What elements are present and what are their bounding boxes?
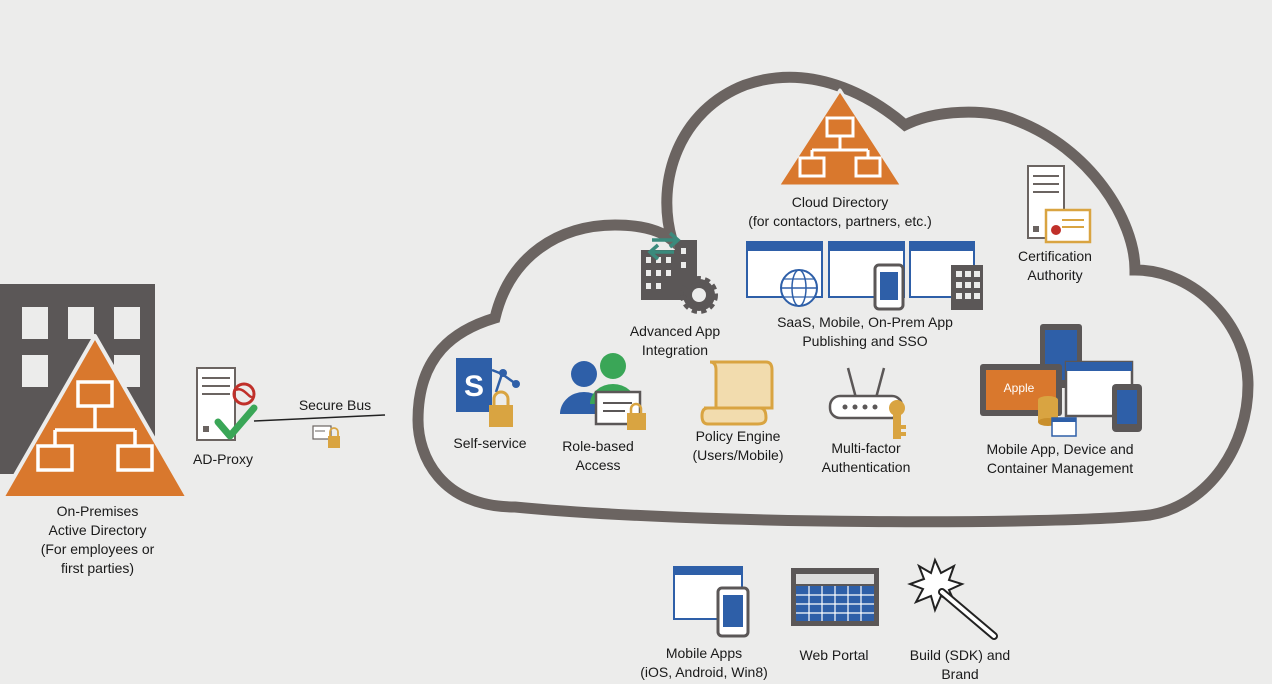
role-based-line1: Role-based — [562, 438, 634, 454]
role-based-access-icon — [560, 353, 646, 430]
build-sdk-line1: Build (SDK) and — [909, 647, 1011, 663]
mobile-window-icon — [828, 241, 905, 311]
mobile-apps-line1: Mobile Apps — [665, 645, 743, 661]
cloud-directory-line1: Cloud Directory — [791, 194, 889, 210]
web-portal-icon — [791, 568, 879, 626]
svg-text:S: S — [464, 370, 484, 403]
policy-engine-line1: Policy Engine — [695, 428, 781, 444]
mobile-apps-label: Mobile Apps (iOS, Android, Win8) — [628, 644, 780, 682]
secure-bus-line — [253, 414, 386, 422]
saas-line1: SaaS, Mobile, On-Prem App — [777, 314, 953, 330]
saas-line2: Publishing and SSO — [802, 333, 928, 349]
mobile-mgmt-label: Mobile App, Device and Container Managem… — [970, 440, 1150, 478]
mobile-mgmt-line2: Container Management — [986, 460, 1134, 476]
policy-engine-label: Policy Engine (Users/Mobile) — [678, 427, 798, 465]
role-based-line2: Access — [575, 457, 621, 473]
saas-label: SaaS, Mobile, On-Prem App Publishing and… — [755, 313, 975, 351]
on-prem-directory-icon — [0, 334, 190, 500]
mfa-line1: Multi-factor — [831, 440, 901, 456]
advanced-app-integration-icon — [641, 231, 718, 314]
mobile-apps-line2: (iOS, Android, Win8) — [640, 664, 768, 680]
advanced-app-label: Advanced App Integration — [610, 322, 740, 360]
on-premises-line2: Active Directory — [48, 522, 147, 538]
on-prem-window-icon — [909, 241, 983, 310]
advanced-app-line2: Integration — [641, 342, 709, 358]
policy-engine-line2: (Users/Mobile) — [692, 447, 784, 463]
self-service-label: Self-service — [453, 435, 527, 451]
green-checkmark-icon — [214, 404, 258, 440]
mfa-line2: Authentication — [821, 459, 911, 475]
cloud-directory-line2: (for contactors, partners, etc.) — [748, 213, 932, 229]
mobile-devices-icon: Apple — [980, 324, 1142, 437]
secure-bus-label: Secure Bus — [298, 397, 372, 413]
on-premises-line1: On-Premises — [56, 503, 139, 519]
mobile-mgmt-line1: Mobile App, Device and — [986, 441, 1134, 457]
role-based-label: Role-based Access — [548, 437, 648, 475]
secure-envelope-lock-icon — [312, 425, 340, 448]
certification-authority-label: Certification Authority — [995, 247, 1115, 285]
build-sdk-label: Build (SDK) and Brand — [895, 646, 1025, 684]
mobile-apps-icon — [673, 566, 750, 638]
magic-wand-icon — [907, 557, 998, 640]
web-portal-label: Web Portal — [799, 647, 869, 663]
certificate-icon — [1044, 208, 1092, 244]
build-sdk-line2: Brand — [941, 666, 979, 682]
ad-proxy-label: AD-Proxy — [193, 451, 253, 467]
advanced-app-line1: Advanced App — [629, 323, 721, 339]
ad-proxy-server-icon — [196, 367, 236, 441]
policy-scroll-icon — [700, 360, 774, 426]
apple-tablet-text: Apple — [1004, 381, 1035, 395]
on-premises-line3: (For employees or — [40, 541, 155, 557]
on-premises-line4: first parties) — [60, 560, 135, 576]
certification-line1: Certification — [1018, 248, 1092, 264]
certification-line2: Authority — [1027, 267, 1083, 283]
cloud-directory-icon — [776, 88, 904, 188]
mfa-router-key-icon — [828, 367, 906, 439]
red-swirl-logo-icon — [232, 382, 256, 406]
on-premises-label: On-Premises Active Directory (For employ… — [10, 502, 185, 578]
cloud-directory-label: Cloud Directory (for contactors, partner… — [720, 193, 960, 231]
self-service-icon: S — [456, 358, 520, 427]
mfa-label: Multi-factor Authentication — [808, 439, 924, 477]
saas-window-icon — [746, 241, 823, 307]
